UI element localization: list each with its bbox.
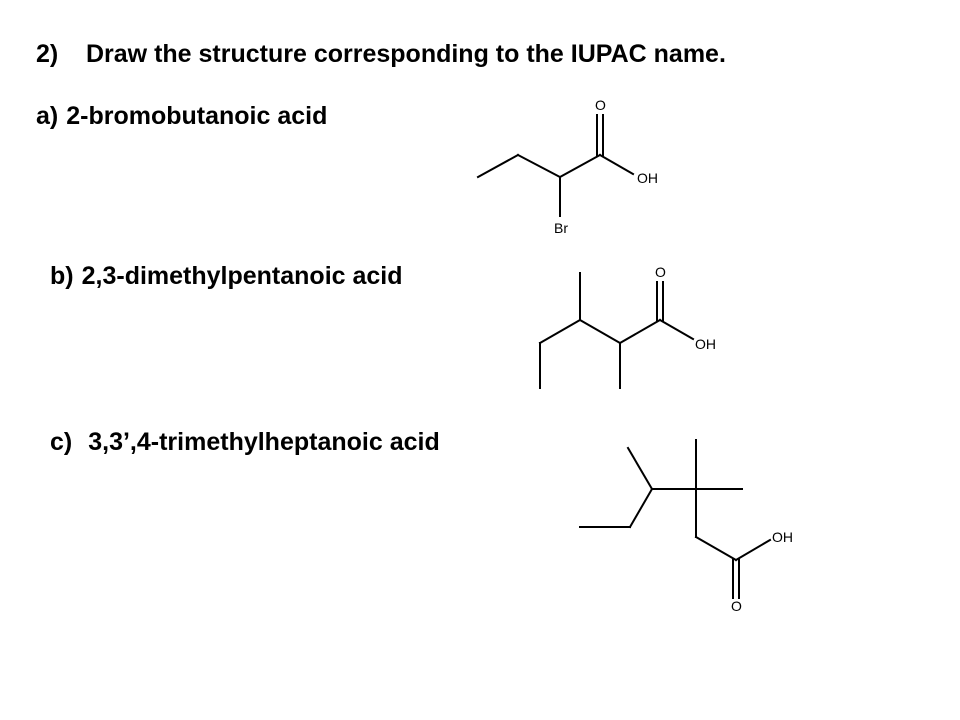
bond <box>626 446 654 491</box>
bond <box>694 535 738 562</box>
atom-label-o: O <box>731 598 742 614</box>
part-a-label: a)2-bromobutanoic acid <box>36 102 327 131</box>
structure-b: O OH <box>538 264 716 389</box>
bond <box>734 538 772 562</box>
atom-label-oh: OH <box>637 170 658 186</box>
bond <box>618 318 662 345</box>
atom-label-br: Br <box>554 220 568 236</box>
bond <box>578 318 622 345</box>
atom-label-oh: OH <box>772 529 793 545</box>
part-c-name: 3,3’,4-trimethylheptanoic acid <box>88 428 440 456</box>
part-c-letter: c) <box>50 428 73 456</box>
bond <box>658 318 695 341</box>
bond <box>598 153 635 176</box>
structure-a: O OH Br <box>476 97 658 236</box>
part-b-label: b)2,3-dimethylpentanoic acid <box>50 262 403 291</box>
bond <box>516 153 562 179</box>
bond <box>538 318 582 345</box>
atom-label-oh: OH <box>695 336 716 352</box>
part-a-name: 2-bromobutanoic acid <box>66 102 328 130</box>
part-c-label: c) 3,3’,4-trimethylheptanoic acid <box>50 428 440 457</box>
bond <box>476 153 520 179</box>
structure-c: OH O <box>579 439 793 614</box>
bond <box>558 153 602 179</box>
question-title: Draw the structure corresponding to the … <box>86 40 726 68</box>
atom-label-o: O <box>595 97 606 113</box>
question-number: 2) <box>36 40 59 68</box>
atom-label-o: O <box>655 264 666 280</box>
part-a-letter: a) <box>36 102 59 130</box>
part-b-letter: b) <box>50 262 74 290</box>
bond <box>628 487 654 529</box>
part-b-name: 2,3-dimethylpentanoic acid <box>81 262 403 290</box>
